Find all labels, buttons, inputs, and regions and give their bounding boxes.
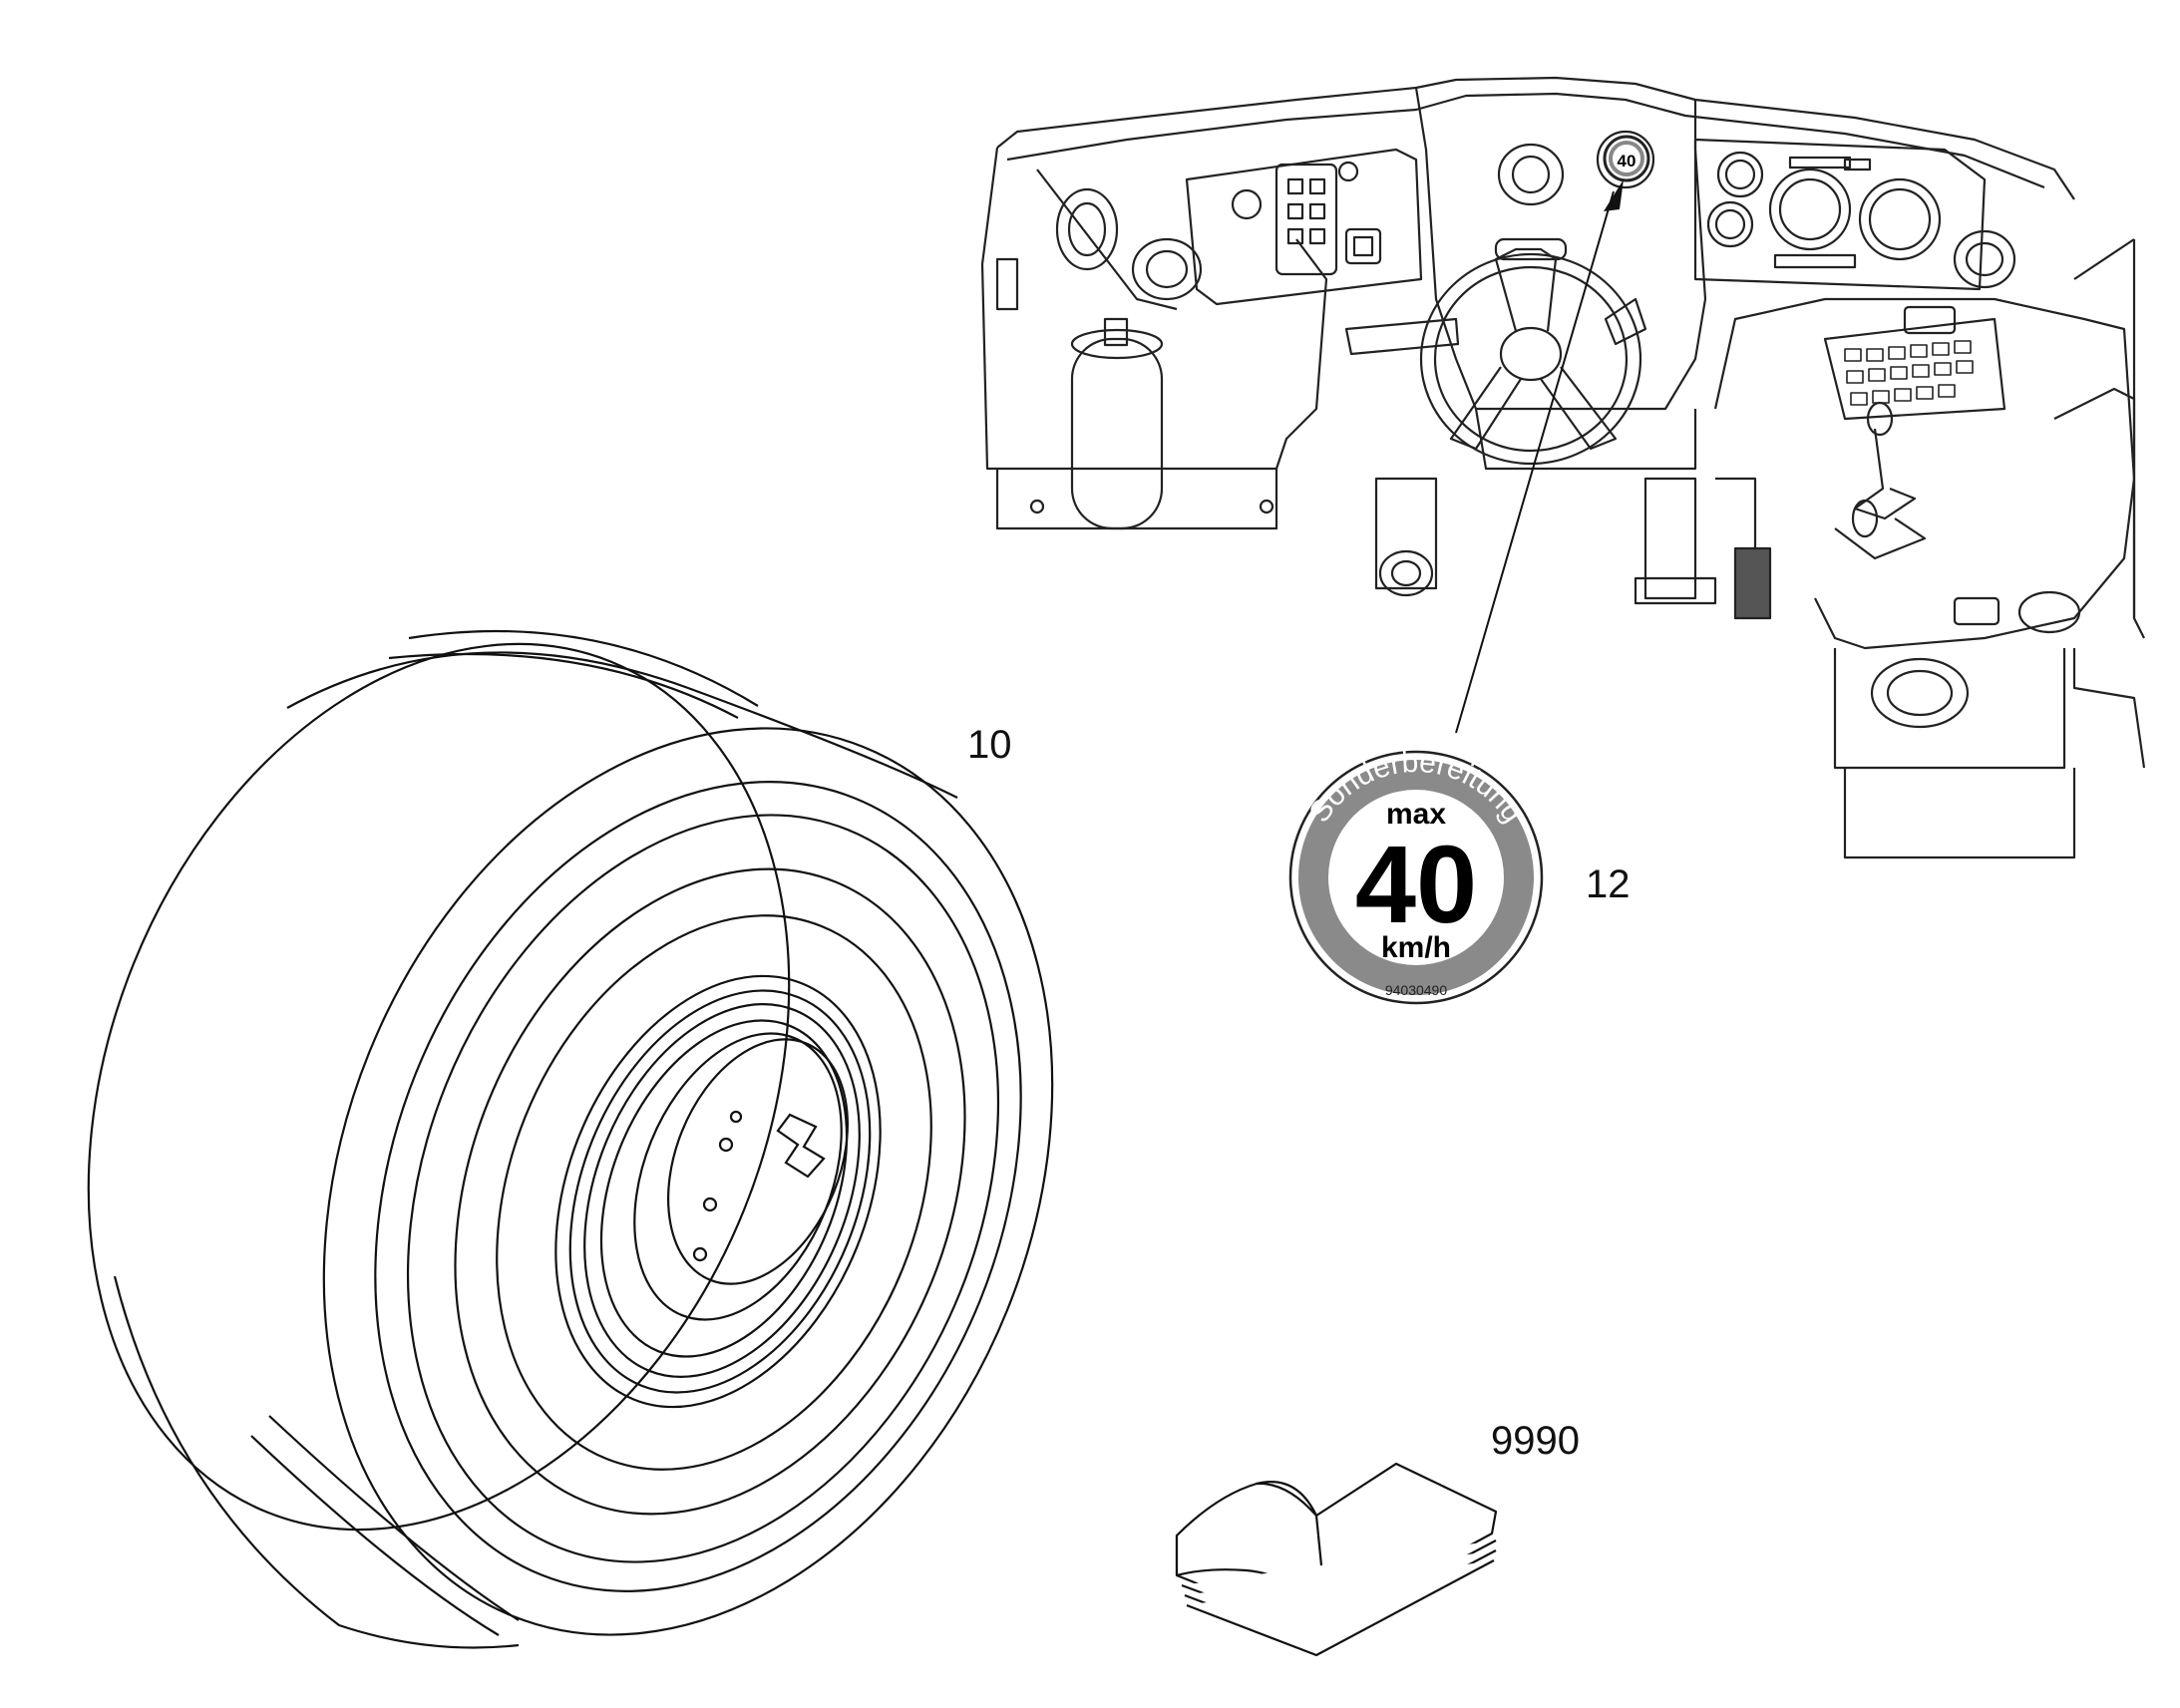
tire-assembly xyxy=(87,629,1054,1649)
sticker-unit-label: km/h xyxy=(1381,931,1451,964)
sticker-part-number: 94030490 xyxy=(1385,982,1448,998)
callout-sticker: 12 xyxy=(1586,862,1631,906)
speed-limit-sticker: Sonderbereitung max 40 km/h 94030490 xyxy=(1288,746,1544,1005)
callout-tire: 10 xyxy=(967,723,1012,767)
dash-speed-sticker: 40 xyxy=(1603,135,1650,182)
dashboard-illustration xyxy=(980,76,2146,859)
dash-sticker-value: 40 xyxy=(1618,152,1636,171)
sticker-speed-value: 40 xyxy=(1355,824,1477,946)
sticker-inner-disc xyxy=(1328,790,1504,965)
operator-manual-book xyxy=(1175,1462,1498,1657)
sticker-max-label: max xyxy=(1386,798,1446,831)
leader-line-arrow xyxy=(1455,179,1624,734)
callout-manual: 9990 xyxy=(1491,1419,1580,1463)
